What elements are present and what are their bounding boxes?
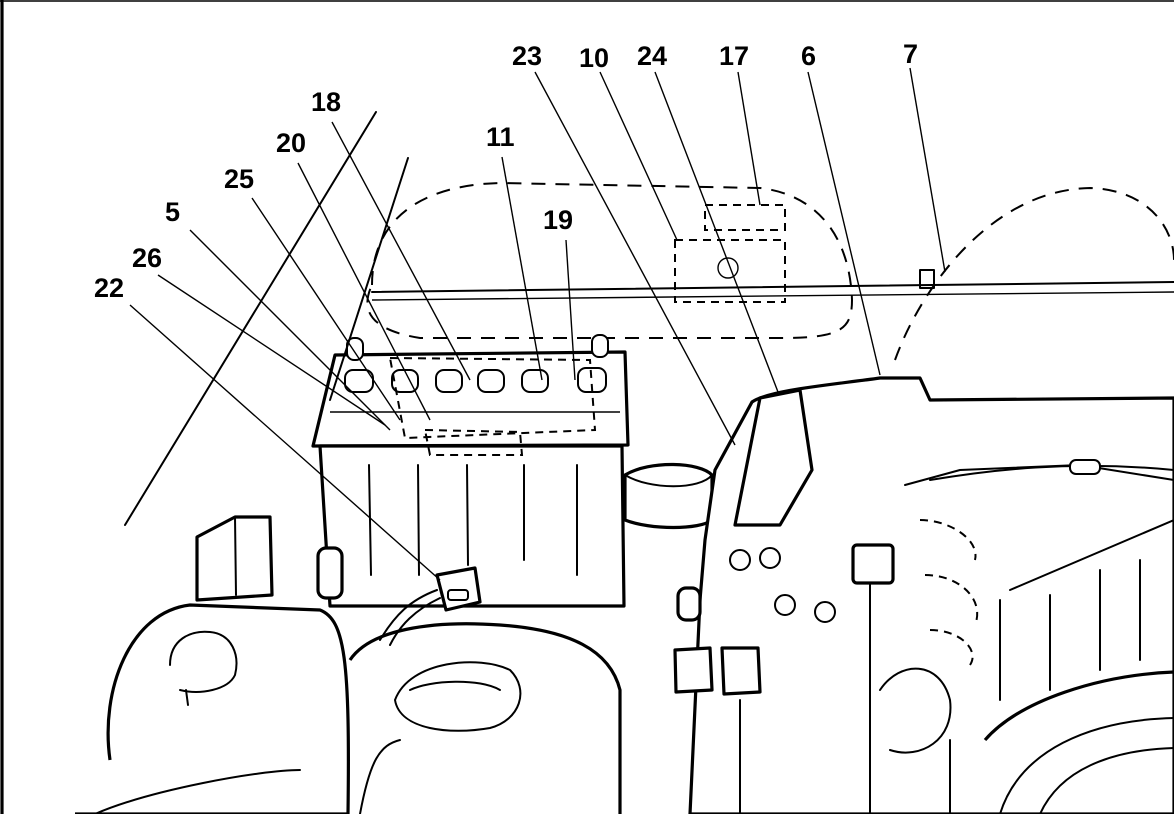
leader-long-a bbox=[124, 111, 377, 526]
callout-11: 11 bbox=[486, 122, 515, 152]
callout-20: 20 bbox=[276, 128, 306, 158]
leader-23 bbox=[534, 71, 736, 446]
intake-duct bbox=[348, 622, 622, 814]
leader-6 bbox=[807, 71, 881, 376]
callout-19: 19 bbox=[543, 205, 573, 235]
leader-18 bbox=[331, 121, 471, 381]
washer-reservoir bbox=[75, 603, 350, 814]
leader-long-b bbox=[329, 157, 409, 401]
callout-18: 18 bbox=[311, 87, 341, 117]
battery bbox=[311, 334, 630, 608]
callouts: 23 10 24 17 6 7 18 20 11 25 19 5 26 22 bbox=[94, 39, 918, 303]
callout-26: 26 bbox=[132, 243, 162, 273]
reservoir-cap bbox=[623, 462, 714, 530]
callout-23: 23 bbox=[512, 41, 542, 71]
connector bbox=[379, 566, 482, 646]
leader-11 bbox=[501, 156, 543, 381]
leader-10 bbox=[599, 71, 678, 241]
callout-6: 6 bbox=[801, 41, 816, 71]
callout-25: 25 bbox=[224, 164, 254, 194]
leader-17 bbox=[737, 71, 761, 206]
leader-26 bbox=[157, 274, 386, 426]
relay-box-left bbox=[195, 515, 344, 602]
leader-24 bbox=[654, 71, 779, 393]
body-outline-dashed bbox=[366, 181, 1174, 361]
callout-7: 7 bbox=[903, 39, 918, 69]
engine-block bbox=[673, 376, 1174, 814]
callout-22: 22 bbox=[94, 273, 124, 303]
callout-24: 24 bbox=[637, 41, 667, 71]
leader-lines bbox=[124, 67, 946, 581]
callout-5: 5 bbox=[165, 197, 180, 227]
leader-19 bbox=[565, 239, 576, 381]
leader-5 bbox=[189, 229, 391, 431]
callout-17: 17 bbox=[719, 41, 749, 71]
leader-22 bbox=[129, 304, 441, 581]
leader-7 bbox=[909, 67, 946, 273]
leader-25 bbox=[251, 197, 401, 421]
callout-10: 10 bbox=[579, 43, 609, 73]
